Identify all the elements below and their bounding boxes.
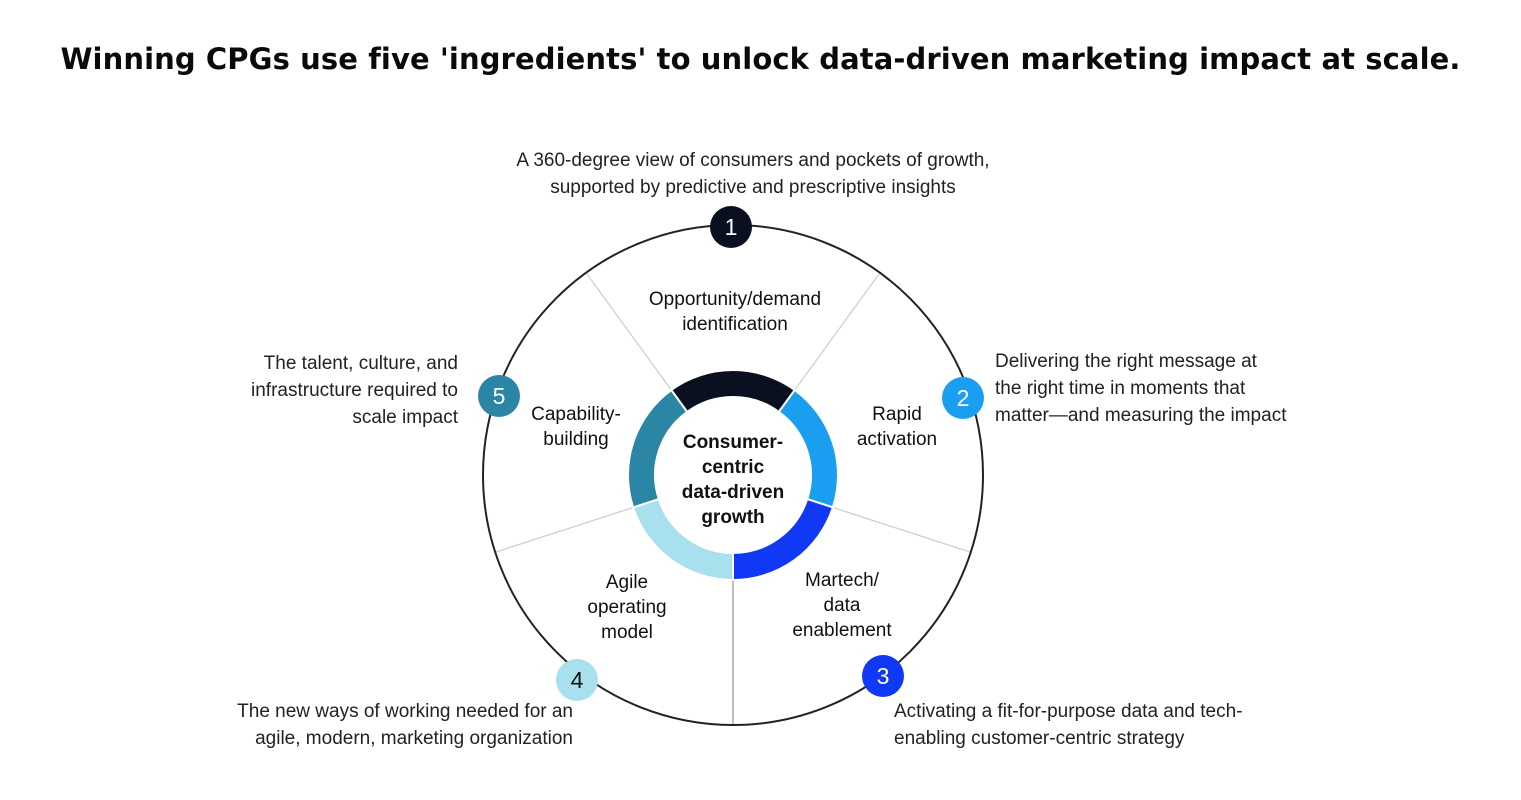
ingredient-4-description: The new ways of working needed for an ag… — [237, 701, 573, 749]
center-ring — [627, 369, 839, 582]
ingredient-3-description: Activating a fit-for-purpose data and te… — [894, 701, 1243, 749]
ingredient-1-description: A 360-degree view of consumers and pocke… — [516, 150, 990, 198]
ring-segment-5 — [627, 388, 689, 509]
page-title: Winning CPGs use five 'ingredients' to u… — [60, 42, 1461, 76]
ingredient-2-badge: 2 — [942, 377, 984, 419]
ingredient-2-name: Rapid activation — [856, 404, 938, 450]
ingredient-1-badge: 1 — [710, 206, 752, 248]
center-label: Consumer- centric data-driven growth — [681, 432, 785, 528]
ingredient-4-badge: 4 — [556, 659, 598, 701]
ring-segment-1 — [669, 369, 797, 414]
spoke-line — [495, 506, 634, 553]
ingredient-3-name: Martech/ data enablement — [792, 570, 892, 641]
wheel-spokes — [495, 272, 971, 725]
spoke-line — [794, 272, 881, 391]
ingredient-1-name: Opportunity/demand identification — [648, 289, 822, 335]
ingredient-3-badge: 3 — [862, 655, 904, 697]
ingredient-5-name: Capability- building — [531, 404, 621, 450]
ingredient-5-description: The talent, culture, and infrastructure … — [251, 353, 458, 428]
ingredient-2-description: Delivering the right message at the righ… — [995, 351, 1287, 426]
spoke-line — [585, 272, 672, 391]
ingredient-5-badge: 5 — [478, 375, 520, 417]
spoke-line — [832, 506, 971, 553]
ingredient-4-name: Agile operating model — [587, 572, 667, 643]
